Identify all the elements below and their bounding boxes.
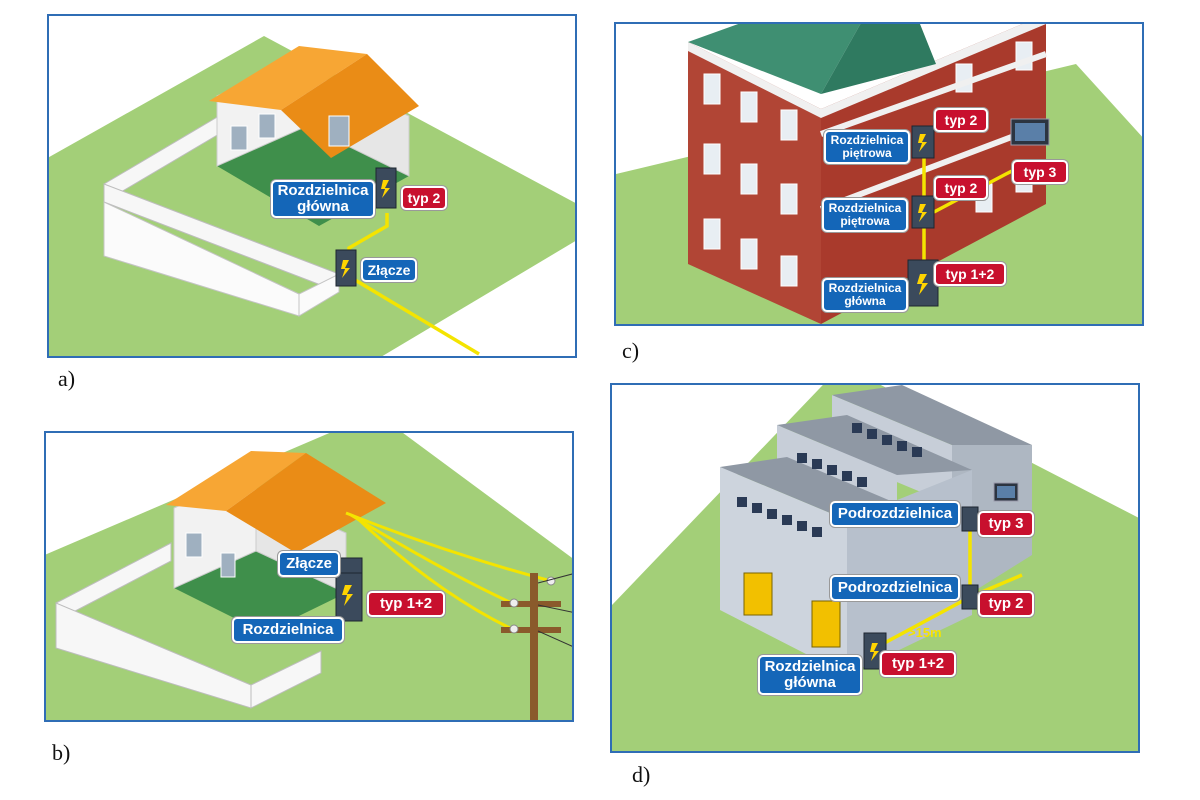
distance-label: >15m [908,625,942,640]
scene-d [612,385,1138,751]
distribution-box-icon [335,557,363,622]
surge-type-main-label: typ 1+2 [880,651,956,677]
surge-type-top-label: typ 2 [934,108,988,132]
surge-type-mid-label: typ 2 [978,591,1034,617]
monitor-icon [993,482,1019,502]
sub-board-top-label: Podrozdzielnica [830,501,960,527]
caption-b: b) [52,740,71,765]
overhead-line-icon [345,511,552,633]
panel-d: Podrozdzielnica Podrozdzielnica Rozdziel… [610,383,1140,753]
surge-type-top-label: typ 3 [978,511,1034,537]
distribution-box-icon [335,167,397,287]
scene-c [616,24,1142,324]
caption-c: c) [622,338,640,363]
surge-type-mid-label: typ 2 [934,176,988,200]
connection-label: Złącze [278,551,340,577]
surge-type-device-label: typ 3 [1012,160,1068,184]
sub-board-mid-label: Podrozdzielnica [830,575,960,601]
connection-label: Złącze [361,258,417,282]
board-label: Rozdzielnica [232,617,344,643]
surge-type-main-label: typ 1+2 [934,262,1006,286]
utility-pole-icon [501,573,572,720]
caption-a: a) [58,366,76,391]
fence-icon [103,115,340,293]
surge-type-label: typ 1+2 [367,591,445,617]
fence-icon [55,542,322,709]
surge-type-label: typ 2 [401,186,447,210]
tv-icon [1010,118,1050,146]
caption-d: d) [632,762,651,787]
panel-b: Złącze Rozdzielnica typ 1+2 [44,431,574,722]
